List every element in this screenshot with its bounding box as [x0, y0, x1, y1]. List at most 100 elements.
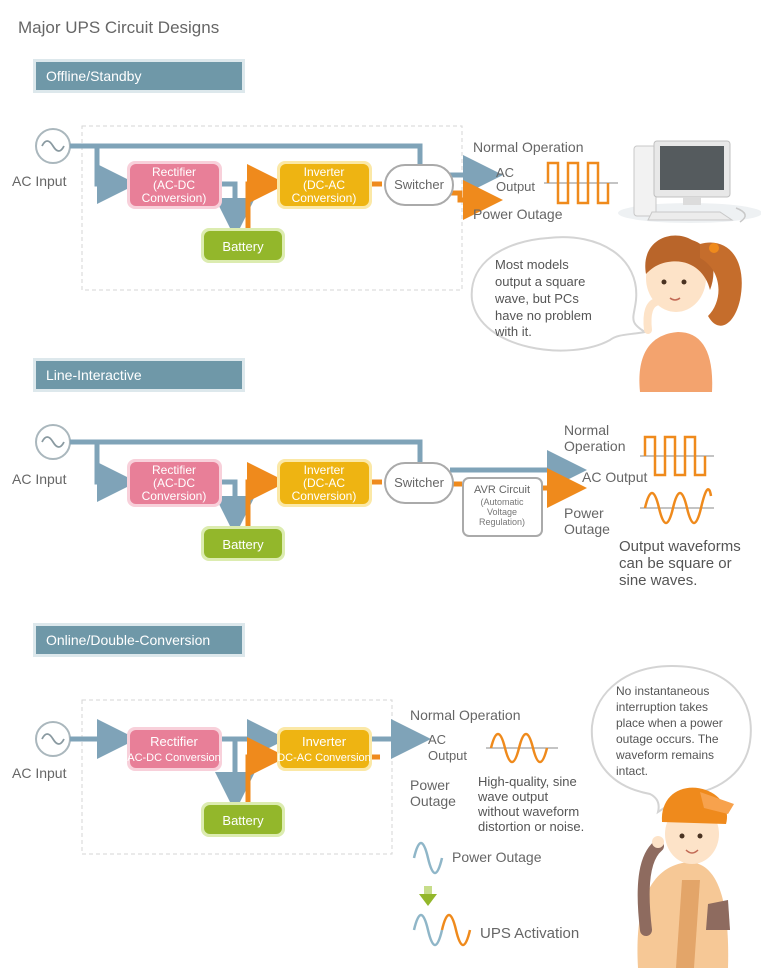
rectifier-box: [130, 164, 219, 206]
avr-label-2: (Automatic: [480, 497, 524, 507]
ac-input-label: AC Input: [12, 765, 67, 781]
section-title: Online/Double-Conversion: [46, 632, 210, 648]
rectifier-label-2: AC-DC Conversion: [127, 752, 221, 764]
battery-label: Battery: [222, 239, 264, 254]
rectifier-box: [130, 730, 219, 768]
page-title: Major UPS Circuit Designs: [18, 18, 219, 37]
bubble-line-6: intact.: [616, 764, 648, 778]
ac-to-rectifier-line: [94, 146, 137, 204]
bubble-line-2: interruption takes: [616, 700, 708, 714]
bubble-line-4: outage occurs. The: [616, 732, 719, 746]
rectifier-label-1: Rectifier: [152, 165, 196, 179]
note-line-4: distortion or noise.: [478, 819, 584, 834]
rectifier-to-battery-line: [215, 181, 255, 238]
avr-box: [462, 477, 543, 537]
sine-wave-icon: [486, 732, 558, 764]
power-outage-label-2: Outage: [564, 521, 610, 537]
rectifier-label-1: Rectifier: [150, 734, 198, 749]
bubble-line-3: wave, but PCs: [494, 291, 579, 306]
ac-input-label: AC Input: [12, 471, 67, 487]
inverter-box: [280, 164, 369, 206]
girl-illustration: [639, 235, 742, 392]
battery-to-inverter-line: [245, 164, 287, 230]
activation-wave-icon: [412, 913, 472, 947]
sine-wave-icon: [640, 488, 714, 525]
note-line-2: wave output: [477, 789, 548, 804]
battery-box: [204, 805, 282, 834]
bypass-line: [70, 439, 423, 465]
bubble-line-3: place when a power: [616, 716, 723, 730]
section-online: Online/Double-Conversion AC Input Rectif…: [12, 623, 752, 968]
ac-output-label-2: Output: [496, 179, 535, 194]
bubble-line-5: waveform remains: [615, 748, 714, 762]
section-line-interactive: Line-Interactive AC Input Rectifier (AC-…: [12, 358, 741, 589]
ac-source-icon: [35, 424, 71, 460]
section-header: [36, 626, 242, 654]
normal-operation-label-2: Operation: [564, 438, 625, 454]
outage-wave-icon: [412, 841, 444, 875]
ac-to-rectifier-line: [94, 442, 137, 502]
note-line-3: sine waves.: [619, 572, 697, 589]
inverter-box: [280, 462, 369, 504]
note-line-2: can be square or: [619, 555, 732, 572]
note-line-1: Output waveforms: [619, 538, 741, 555]
ac-output-label-1: AC: [496, 165, 514, 180]
inverter-label-1: Inverter: [304, 463, 345, 477]
battery-box: [204, 529, 282, 558]
square-wave-icon: [544, 161, 618, 205]
battery-box: [204, 231, 282, 260]
output-outage-line: [450, 180, 503, 220]
rectifier-to-battery-line: [215, 479, 255, 536]
switcher-label: Switcher: [394, 177, 445, 192]
normal-operation-label: Normal Operation: [473, 139, 584, 155]
inverter-label-2: (DC-AC: [303, 178, 345, 192]
switcher-box: [384, 164, 454, 206]
rectifier-label-1: Rectifier: [152, 463, 196, 477]
inverter-label-2: DC-AC Conversion: [277, 752, 371, 764]
bubble-line-4: have no problem: [495, 308, 592, 323]
speech-bubble: No instantaneous interruption takes plac…: [590, 664, 752, 815]
bubble-line-5: with it.: [494, 324, 532, 339]
note-line-3: without waveform: [477, 804, 579, 819]
switcher-box: [384, 462, 454, 504]
rectifier-label-2: (AC-DC: [153, 476, 195, 490]
section-title: Offline/Standby: [46, 68, 141, 84]
avr-label-1: AVR Circuit: [474, 484, 530, 496]
avr-label-4: Regulation): [479, 517, 525, 527]
section-header: [36, 361, 242, 389]
power-outage-label: Power Outage: [473, 206, 563, 222]
inverter-label-2: (DC-AC: [303, 476, 345, 490]
power-outage-label-1: Power: [410, 777, 450, 793]
normal-operation-label: Normal Operation: [410, 707, 521, 723]
battery-label: Battery: [222, 813, 264, 828]
square-wave-icon: [640, 435, 714, 477]
power-outage-label-1: Power: [564, 505, 604, 521]
ac-source-icon: [35, 721, 71, 757]
ups-boundary: [81, 125, 463, 291]
inverter-label-1: Inverter: [302, 734, 347, 749]
bubble-line-1: Most models: [495, 257, 569, 272]
inverter-box: [280, 730, 369, 768]
normal-operation-label-1: Normal: [564, 422, 609, 438]
battery-label: Battery: [222, 537, 264, 552]
inverter-label-1: Inverter: [304, 165, 345, 179]
bubble-line-1: No instantaneous: [616, 684, 709, 698]
power-outage-label-2: Outage: [410, 793, 456, 809]
switcher-label: Switcher: [394, 475, 445, 490]
inverter-label-3: Conversion): [292, 489, 357, 503]
rectifier-label-3: Conversion): [142, 191, 207, 205]
boy-illustration: [637, 787, 734, 968]
rectifier-label-2: (AC-DC: [153, 178, 195, 192]
section-title: Line-Interactive: [46, 367, 142, 383]
down-arrow-icon: [419, 886, 437, 906]
ac-input-label: AC Input: [12, 173, 67, 189]
note-line-1: High-quality, sine: [478, 774, 577, 789]
ac-source-icon: [35, 128, 71, 164]
bubble-line-2: output a square: [495, 274, 585, 289]
wave-ups-activation-label: UPS Activation: [480, 925, 579, 942]
section-offline: Offline/Standby AC Input Rectifier (AC-D…: [12, 59, 761, 392]
ac-output-label: AC Output: [582, 469, 647, 485]
rectifier-label-3: Conversion): [142, 489, 207, 503]
inverter-label-3: Conversion): [292, 191, 357, 205]
